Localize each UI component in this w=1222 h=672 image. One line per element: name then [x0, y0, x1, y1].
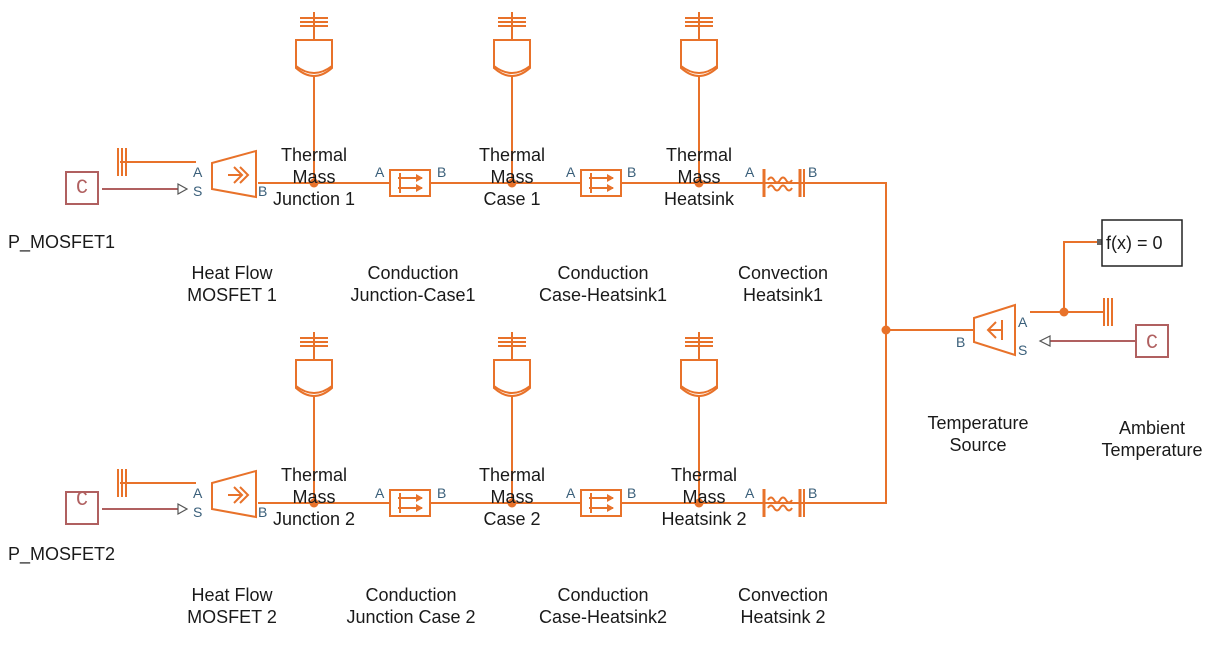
thermal-mass-heatsink2 — [680, 332, 718, 397]
solver-config-block — [1101, 219, 1183, 267]
cond-jc2-port-b: B — [437, 485, 447, 501]
hf1-signal-arrow — [177, 182, 189, 196]
solver-port — [1097, 239, 1102, 245]
hf2-signal-arrow — [177, 502, 189, 516]
cond-jc1-port-b: B — [437, 164, 447, 180]
heat-flow1-port-b: B — [258, 183, 268, 199]
node-ts — [1059, 307, 1069, 317]
p-mosfet2-block — [65, 491, 99, 525]
temp-source-port-s: S — [1018, 342, 1028, 358]
temp-source-port-b: B — [956, 334, 966, 350]
conv-h1-port-b: B — [808, 164, 818, 180]
node-combine — [881, 325, 891, 335]
node-h2 — [694, 498, 704, 508]
p-mosfet2-label: P_MOSFET2 — [8, 544, 116, 564]
thermal-mass-junction2 — [295, 332, 333, 397]
thermal-mass-junction1 — [295, 12, 333, 77]
wire-solver — [1063, 241, 1100, 312]
heat-flow2-port-s: S — [193, 504, 203, 520]
thermal-mass-heatsink — [680, 12, 718, 77]
conduction-junction-case2 — [389, 489, 431, 517]
conv-h2-port-a: A — [745, 485, 755, 501]
block-diagram-canvas — [65, 12, 1183, 525]
conduction-junction-case1 — [389, 169, 431, 197]
p-mosfet1-symbol: C — [75, 177, 89, 200]
ambient-symbol: C — [1145, 332, 1159, 355]
node-c1 — [507, 178, 517, 188]
heat-flow1-port-s: S — [193, 183, 203, 199]
temperature-source-block — [973, 303, 1016, 357]
thermal-mass-case1 — [493, 12, 531, 77]
blocks — [65, 12, 1183, 525]
cond-ch1-port-a: A — [566, 164, 576, 180]
conv-h1-port-a: A — [745, 164, 755, 180]
conduction-case-heatsink1 — [580, 169, 622, 197]
heat-flow2-block — [211, 469, 257, 519]
temp-source-port-a: A — [1018, 314, 1028, 330]
conduction-case-heatsink2 — [580, 489, 622, 517]
wire-bottom-main — [258, 330, 887, 504]
ground-hf1 — [117, 148, 127, 176]
convection-heatsink1 — [762, 169, 805, 197]
heat-flow2-port-a: A — [193, 485, 203, 501]
heat-flow1-block — [211, 149, 257, 199]
cond-ch2-port-a: A — [566, 485, 576, 501]
p-mosfet1-label: P_MOSFET1 — [8, 232, 116, 252]
cond-ch2-port-b: B — [627, 485, 637, 501]
p-mosfet2-symbol: C — [75, 489, 89, 512]
wire-top-main — [258, 182, 887, 330]
heat-flow2-port-b: B — [258, 504, 268, 520]
thermal-mass-case2 — [493, 332, 531, 397]
node-h1 — [694, 178, 704, 188]
solver-config-label: f(x) = 0 — [1106, 233, 1163, 253]
ambient-temperature-block — [1135, 324, 1169, 358]
ground-ts — [1103, 298, 1113, 326]
ts-signal-arrow — [1038, 335, 1051, 347]
ground-hf2 — [117, 469, 127, 497]
cond-jc1-port-a: A — [375, 164, 385, 180]
heat-flow1-port-a: A — [193, 164, 203, 180]
node-j1 — [309, 178, 319, 188]
node-j2 — [309, 498, 319, 508]
conv-h2-port-b: B — [808, 485, 818, 501]
p-mosfet1-block — [65, 171, 99, 205]
cond-ch1-port-b: B — [627, 164, 637, 180]
convection-heatsink2 — [762, 489, 805, 517]
node-c2 — [507, 498, 517, 508]
cond-jc2-port-a: A — [375, 485, 385, 501]
